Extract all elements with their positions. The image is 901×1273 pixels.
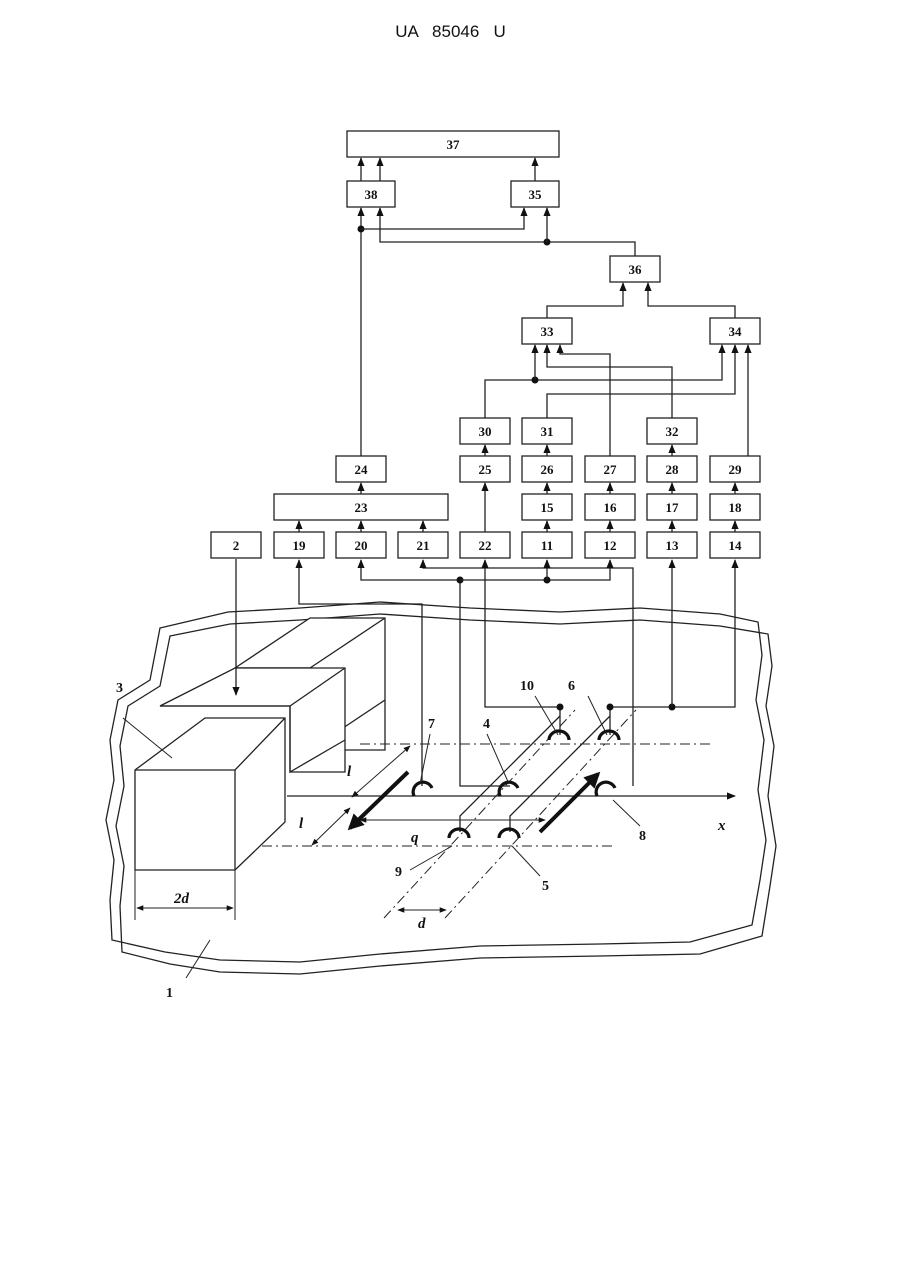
block-18: 18 [710,494,760,520]
svg-text:19: 19 [293,538,307,553]
block-17: 17 [647,494,697,520]
svg-text:2d: 2d [173,891,190,907]
block-30: 30 [460,418,510,444]
svg-text:17: 17 [666,500,680,515]
svg-text:3: 3 [116,681,123,696]
block-32: 32 [647,418,697,444]
sensor-9 [449,829,469,838]
svg-text:23: 23 [355,500,369,515]
svg-text:8: 8 [639,829,646,844]
svg-text:26: 26 [541,462,555,477]
svg-text:10: 10 [520,679,534,694]
block-25: 25 [460,456,510,482]
svg-text:22: 22 [479,538,492,553]
svg-text:24: 24 [355,462,369,477]
svg-text:5: 5 [542,879,549,894]
svg-text:21: 21 [417,538,430,553]
svg-text:34: 34 [729,324,743,339]
block-13: 13 [647,532,697,558]
svg-text:1: 1 [166,986,173,1001]
svg-text:30: 30 [479,424,492,439]
svg-text:12: 12 [604,538,617,553]
block-33: 33 [522,318,572,344]
block-14: 14 [710,532,760,558]
block-29: 29 [710,456,760,482]
svg-text:x: x [717,818,726,834]
svg-text:q: q [411,830,419,846]
svg-text:14: 14 [729,538,743,553]
svg-text:9: 9 [395,865,402,880]
svg-text:18: 18 [729,500,743,515]
svg-text:20: 20 [355,538,368,553]
block-26: 26 [522,456,572,482]
svg-text:2: 2 [233,538,240,553]
block-34: 34 [710,318,760,344]
svg-text:37: 37 [447,137,461,152]
svg-text:16: 16 [604,500,618,515]
block-12: 12 [585,532,635,558]
block-15: 15 [522,494,572,520]
block-28: 28 [647,456,697,482]
svg-text:13: 13 [666,538,680,553]
svg-text:38: 38 [365,187,379,202]
sensor-6 [599,731,619,740]
svg-text:36: 36 [629,262,643,277]
svg-text:29: 29 [729,462,743,477]
sensor-10 [549,731,569,740]
block-38: 38 [347,181,395,207]
svg-text:11: 11 [541,538,553,553]
block-31: 31 [522,418,572,444]
sensor-5 [499,829,519,838]
magnetizer-body [135,618,385,870]
svg-text:l: l [299,816,304,832]
sensor-8 [596,782,615,796]
svg-text:25: 25 [479,462,493,477]
svg-text:27: 27 [604,462,618,477]
block-22: 22 [460,532,510,558]
block-35: 35 [511,181,559,207]
block-24: 24 [336,456,386,482]
block-20: 20 [336,532,386,558]
block-21: 21 [398,532,448,558]
block-36: 36 [610,256,660,282]
svg-text:4: 4 [483,717,490,732]
svg-text:31: 31 [541,424,554,439]
block-23: 23 [274,494,448,520]
block-37: 37 [347,131,559,157]
svg-text:32: 32 [666,424,679,439]
svg-text:28: 28 [666,462,680,477]
svg-text:33: 33 [541,324,555,339]
svg-text:7: 7 [428,717,435,732]
svg-text:35: 35 [529,187,543,202]
block-2: 2 [211,532,261,558]
svg-text:15: 15 [541,500,555,515]
block-11: 11 [522,532,572,558]
block-19: 19 [274,532,324,558]
svg-text:6: 6 [568,679,575,694]
block-16: 16 [585,494,635,520]
svg-text:d: d [418,916,426,932]
svg-text:l: l [347,764,352,780]
block-27: 27 [585,456,635,482]
